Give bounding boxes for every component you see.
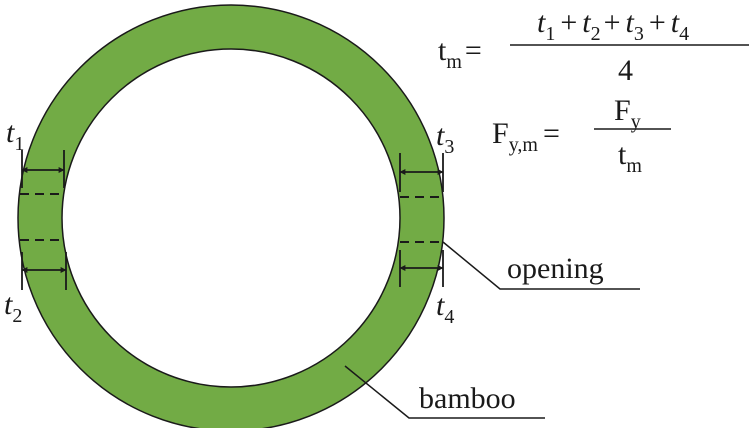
formula-fym-lhs: Fy,m= bbox=[492, 117, 560, 156]
thickness-measurements bbox=[21, 150, 444, 290]
bamboo-leader bbox=[344, 365, 545, 419]
label-t4: t4 bbox=[436, 289, 454, 328]
formula-tm-numerator: t1+t2+t3+t4 bbox=[537, 6, 689, 45]
bamboo-ring bbox=[17, 4, 445, 432]
label-t2: t2 bbox=[4, 288, 22, 327]
label-t3: t3 bbox=[436, 119, 454, 158]
label-t1: t1 bbox=[6, 116, 24, 155]
formula-fym-numerator: Fy bbox=[614, 94, 641, 133]
formula-mean-strength: Fy,m= Fy tm bbox=[492, 94, 671, 177]
callout-opening: opening bbox=[507, 252, 604, 285]
callout-bamboo: bamboo bbox=[419, 382, 516, 415]
opening-leader bbox=[442, 241, 640, 290]
formula-tm-denominator: 4 bbox=[618, 54, 633, 87]
ring-inner-hole bbox=[61, 48, 401, 388]
formula-mean-thickness: tm= t1+t2+t3+t4 4 bbox=[438, 6, 749, 87]
formula-tm-lhs: tm= bbox=[438, 34, 482, 73]
formula-fym-denominator: tm bbox=[618, 138, 642, 177]
callout-leaders bbox=[344, 241, 640, 419]
wall-dashed-lines bbox=[20, 193, 444, 243]
